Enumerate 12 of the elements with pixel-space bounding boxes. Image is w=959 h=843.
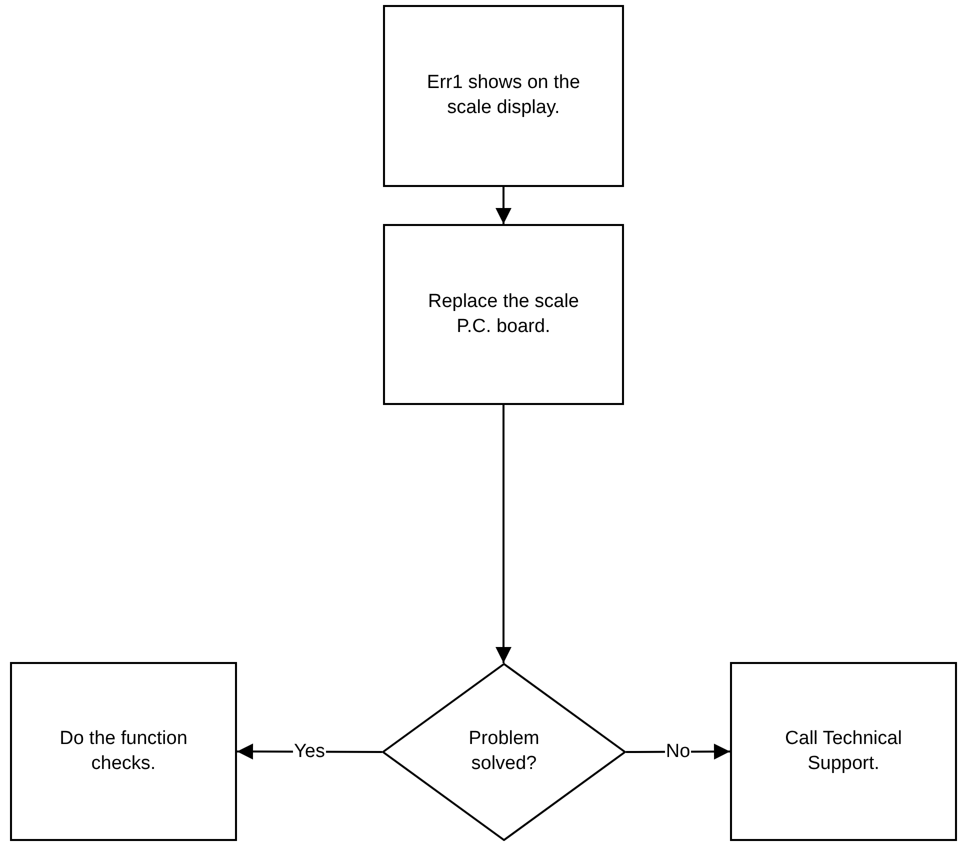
- node-text: Err1 shows on the scale display.: [426, 71, 582, 120]
- process-box: [383, 5, 624, 187]
- decision-diamond: [382, 663, 626, 841]
- node-text: Problem solved?: [468, 727, 540, 776]
- arrow: [496, 187, 512, 224]
- process-box: [10, 662, 237, 841]
- node-text: Call Technical Support.: [784, 726, 903, 776]
- arrow: [496, 405, 512, 663]
- process-box: [383, 224, 624, 405]
- node-text: Do the function checks.: [58, 726, 188, 776]
- process-box: [730, 662, 957, 841]
- node-text: Replace the scale P.C. board.: [426, 290, 580, 338]
